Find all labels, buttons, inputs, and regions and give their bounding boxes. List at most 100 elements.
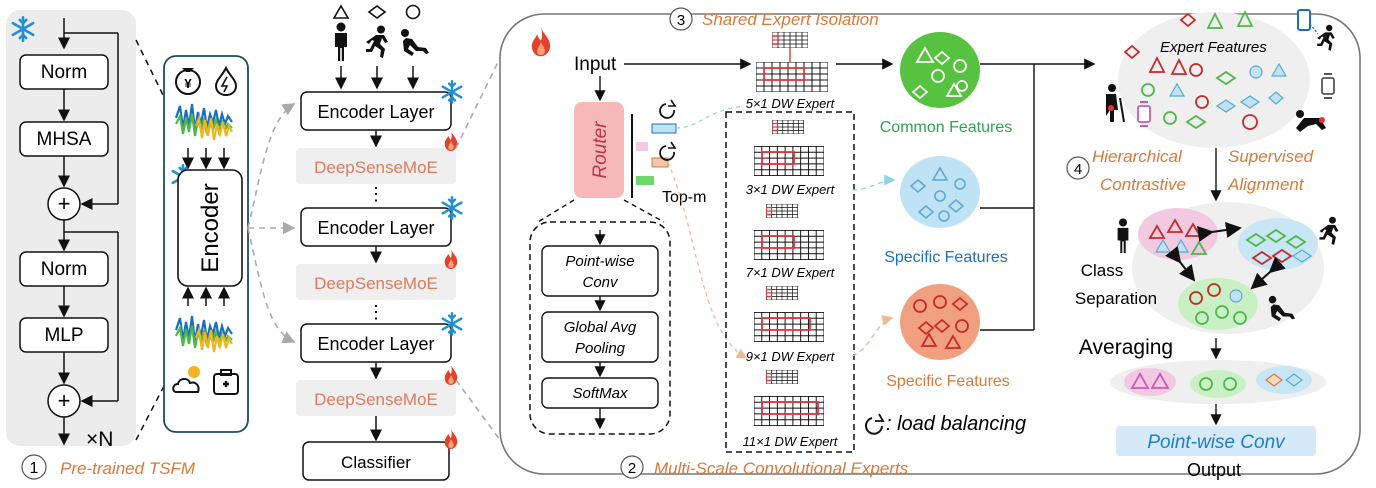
router-block — [574, 102, 624, 198]
expert-features-label: Expert Features — [1160, 39, 1267, 56]
averaging-label: Averaging — [1079, 336, 1173, 359]
weather-icon — [172, 366, 200, 393]
alignment-label: Alignment — [1227, 175, 1305, 194]
expert-11x1: 11×1 DW Expert — [743, 370, 839, 449]
load-balancing-label: : load balancing — [886, 413, 1026, 435]
svg-text:1: 1 — [30, 460, 39, 477]
supervised-label: Supervised — [1228, 147, 1314, 166]
running-person-icon — [366, 25, 388, 58]
expert-3x1: 3×1 DW Expert — [746, 120, 836, 197]
specific-features-label-2: Specific Features — [886, 373, 1010, 390]
router-score-1 — [651, 123, 677, 134]
panel1-caption: Pre-trained TSFM — [60, 459, 196, 478]
mhsa-label: MHSA — [37, 129, 92, 150]
deepsense-moe-1 — [296, 148, 456, 184]
pointwise-conv-label: Point-wise Conv — [1147, 432, 1286, 453]
water-drop-icon — [214, 65, 238, 97]
svg-text:9×1 DW Expert: 9×1 DW Expert — [746, 349, 836, 364]
pointwise-conv-output-block — [1116, 426, 1316, 456]
step-number-1 — [21, 454, 47, 480]
standing-person-icon — [1117, 218, 1129, 254]
standing-person-icon — [335, 22, 347, 61]
norm-label-bottom: Norm — [41, 259, 87, 280]
flame-icon — [444, 365, 458, 385]
medical-kit-icon — [213, 369, 239, 395]
encoder-core — [177, 169, 243, 287]
router-label: Router — [590, 121, 611, 179]
specific-features-label-1: Specific Features — [884, 249, 1008, 266]
panel-pretrained-tsfm: Norm MHSA + Norm MLP + ×N 1 Pre-trained … — [6, 10, 196, 480]
shared-expert-title: Shared Expert Isolation — [702, 10, 879, 29]
svg-text:Encoder Layer: Encoder Layer — [317, 334, 434, 354]
svg-text:4: 4 — [1074, 161, 1082, 178]
svg-text:Global Avg: Global Avg — [564, 319, 637, 336]
specific-features-cluster-orange — [900, 284, 980, 360]
routed-experts-box — [725, 111, 855, 453]
step-number-4 — [1066, 156, 1090, 180]
svg-text:DeepSenseMoE: DeepSenseMoE — [314, 390, 438, 409]
flame-icon — [444, 429, 458, 449]
router-score-4 — [636, 176, 654, 185]
running-person-icon — [1317, 24, 1335, 51]
circle-marker-icon — [405, 4, 421, 20]
waveform-icon-bottom — [174, 315, 233, 353]
fallen-person-icon — [1296, 110, 1326, 132]
router-detail — [529, 221, 671, 435]
separation-label: Separation — [1075, 289, 1157, 308]
waveform-icon-top — [174, 103, 233, 141]
input-label: Input — [574, 54, 617, 75]
elderly-walker-icon — [1106, 84, 1125, 123]
svg-text:2: 2 — [628, 460, 636, 477]
svg-text:SoftMax: SoftMax — [572, 385, 628, 402]
deepsense-moe-3 — [296, 380, 456, 416]
common-features-cluster — [900, 32, 980, 108]
flame-icon — [531, 27, 551, 57]
running-person-icon — [1319, 216, 1339, 245]
classifier-block — [302, 441, 450, 481]
encoder-label: Encoder — [197, 183, 224, 272]
svg-text:3×1 DW Expert: 3×1 DW Expert — [746, 182, 836, 197]
svg-text:Encoder Layer: Encoder Layer — [317, 102, 434, 122]
svg-text:Encoder Layer: Encoder Layer — [317, 218, 434, 238]
plus-label-top: + — [58, 191, 71, 216]
expert-9x1: 9×1 DW Expert — [746, 286, 836, 364]
flame-icon — [444, 131, 458, 151]
expert-features-cloud — [1118, 12, 1310, 148]
repeat-n-label: ×N — [86, 428, 113, 451]
triangle-marker-icon — [332, 4, 350, 19]
shared-expert: 5×1 DW Expert — [746, 32, 836, 111]
specific-features-cluster-blue — [900, 156, 980, 228]
hierarchical-label: Hierarchical — [1092, 147, 1183, 166]
svg-text:11×1 DW Expert: 11×1 DW Expert — [743, 434, 839, 449]
encoder-block: ¥ Encoder — [163, 55, 249, 433]
money-bag-icon: ¥ — [175, 68, 201, 95]
multi-scale-title: Multi-Scale Convolutional Experts — [654, 459, 909, 478]
svg-text:DeepSenseMoE: DeepSenseMoE — [314, 158, 438, 177]
common-features-label: Common Features — [880, 119, 1013, 136]
plus-label-bottom: + — [58, 388, 71, 413]
norm-label-top: Norm — [41, 62, 87, 83]
diamond-marker-icon — [367, 5, 387, 19]
svg-text:DeepSenseMoE: DeepSenseMoE — [314, 274, 438, 293]
smartphone-icon — [1297, 9, 1319, 35]
alignment-panel: Expert Features 4 Hierarchical — [1066, 9, 1339, 480]
svg-text:¥: ¥ — [184, 76, 192, 91]
top-m-label: Top-m — [662, 189, 706, 206]
ellipsis-2: ⋮ — [367, 302, 385, 322]
svg-text:Point-wise: Point-wise — [565, 253, 634, 270]
flame-icon — [444, 249, 458, 269]
load-balancing-legend-icon — [865, 413, 885, 435]
svg-text:5×1 DW Expert: 5×1 DW Expert — [746, 96, 836, 111]
svg-text:Classifier: Classifier — [341, 453, 411, 472]
moe-panel: 3 Shared Expert Isolation Input Router T… — [499, 7, 1361, 479]
load-balance-icon — [659, 99, 677, 161]
model-stack: Encoder Layer DeepSenseMoE ⋮ Encoder Lay… — [296, 4, 463, 481]
smartwatch-icon-right — [1321, 73, 1335, 99]
class-label: Class — [1081, 261, 1124, 280]
deepsense-moe-2 — [296, 264, 456, 300]
svg-text:7×1 DW Expert: 7×1 DW Expert — [746, 265, 836, 280]
svg-text:Pooling: Pooling — [575, 340, 626, 357]
mlp-label: MLP — [44, 325, 83, 346]
falling-person-icon — [401, 29, 429, 56]
